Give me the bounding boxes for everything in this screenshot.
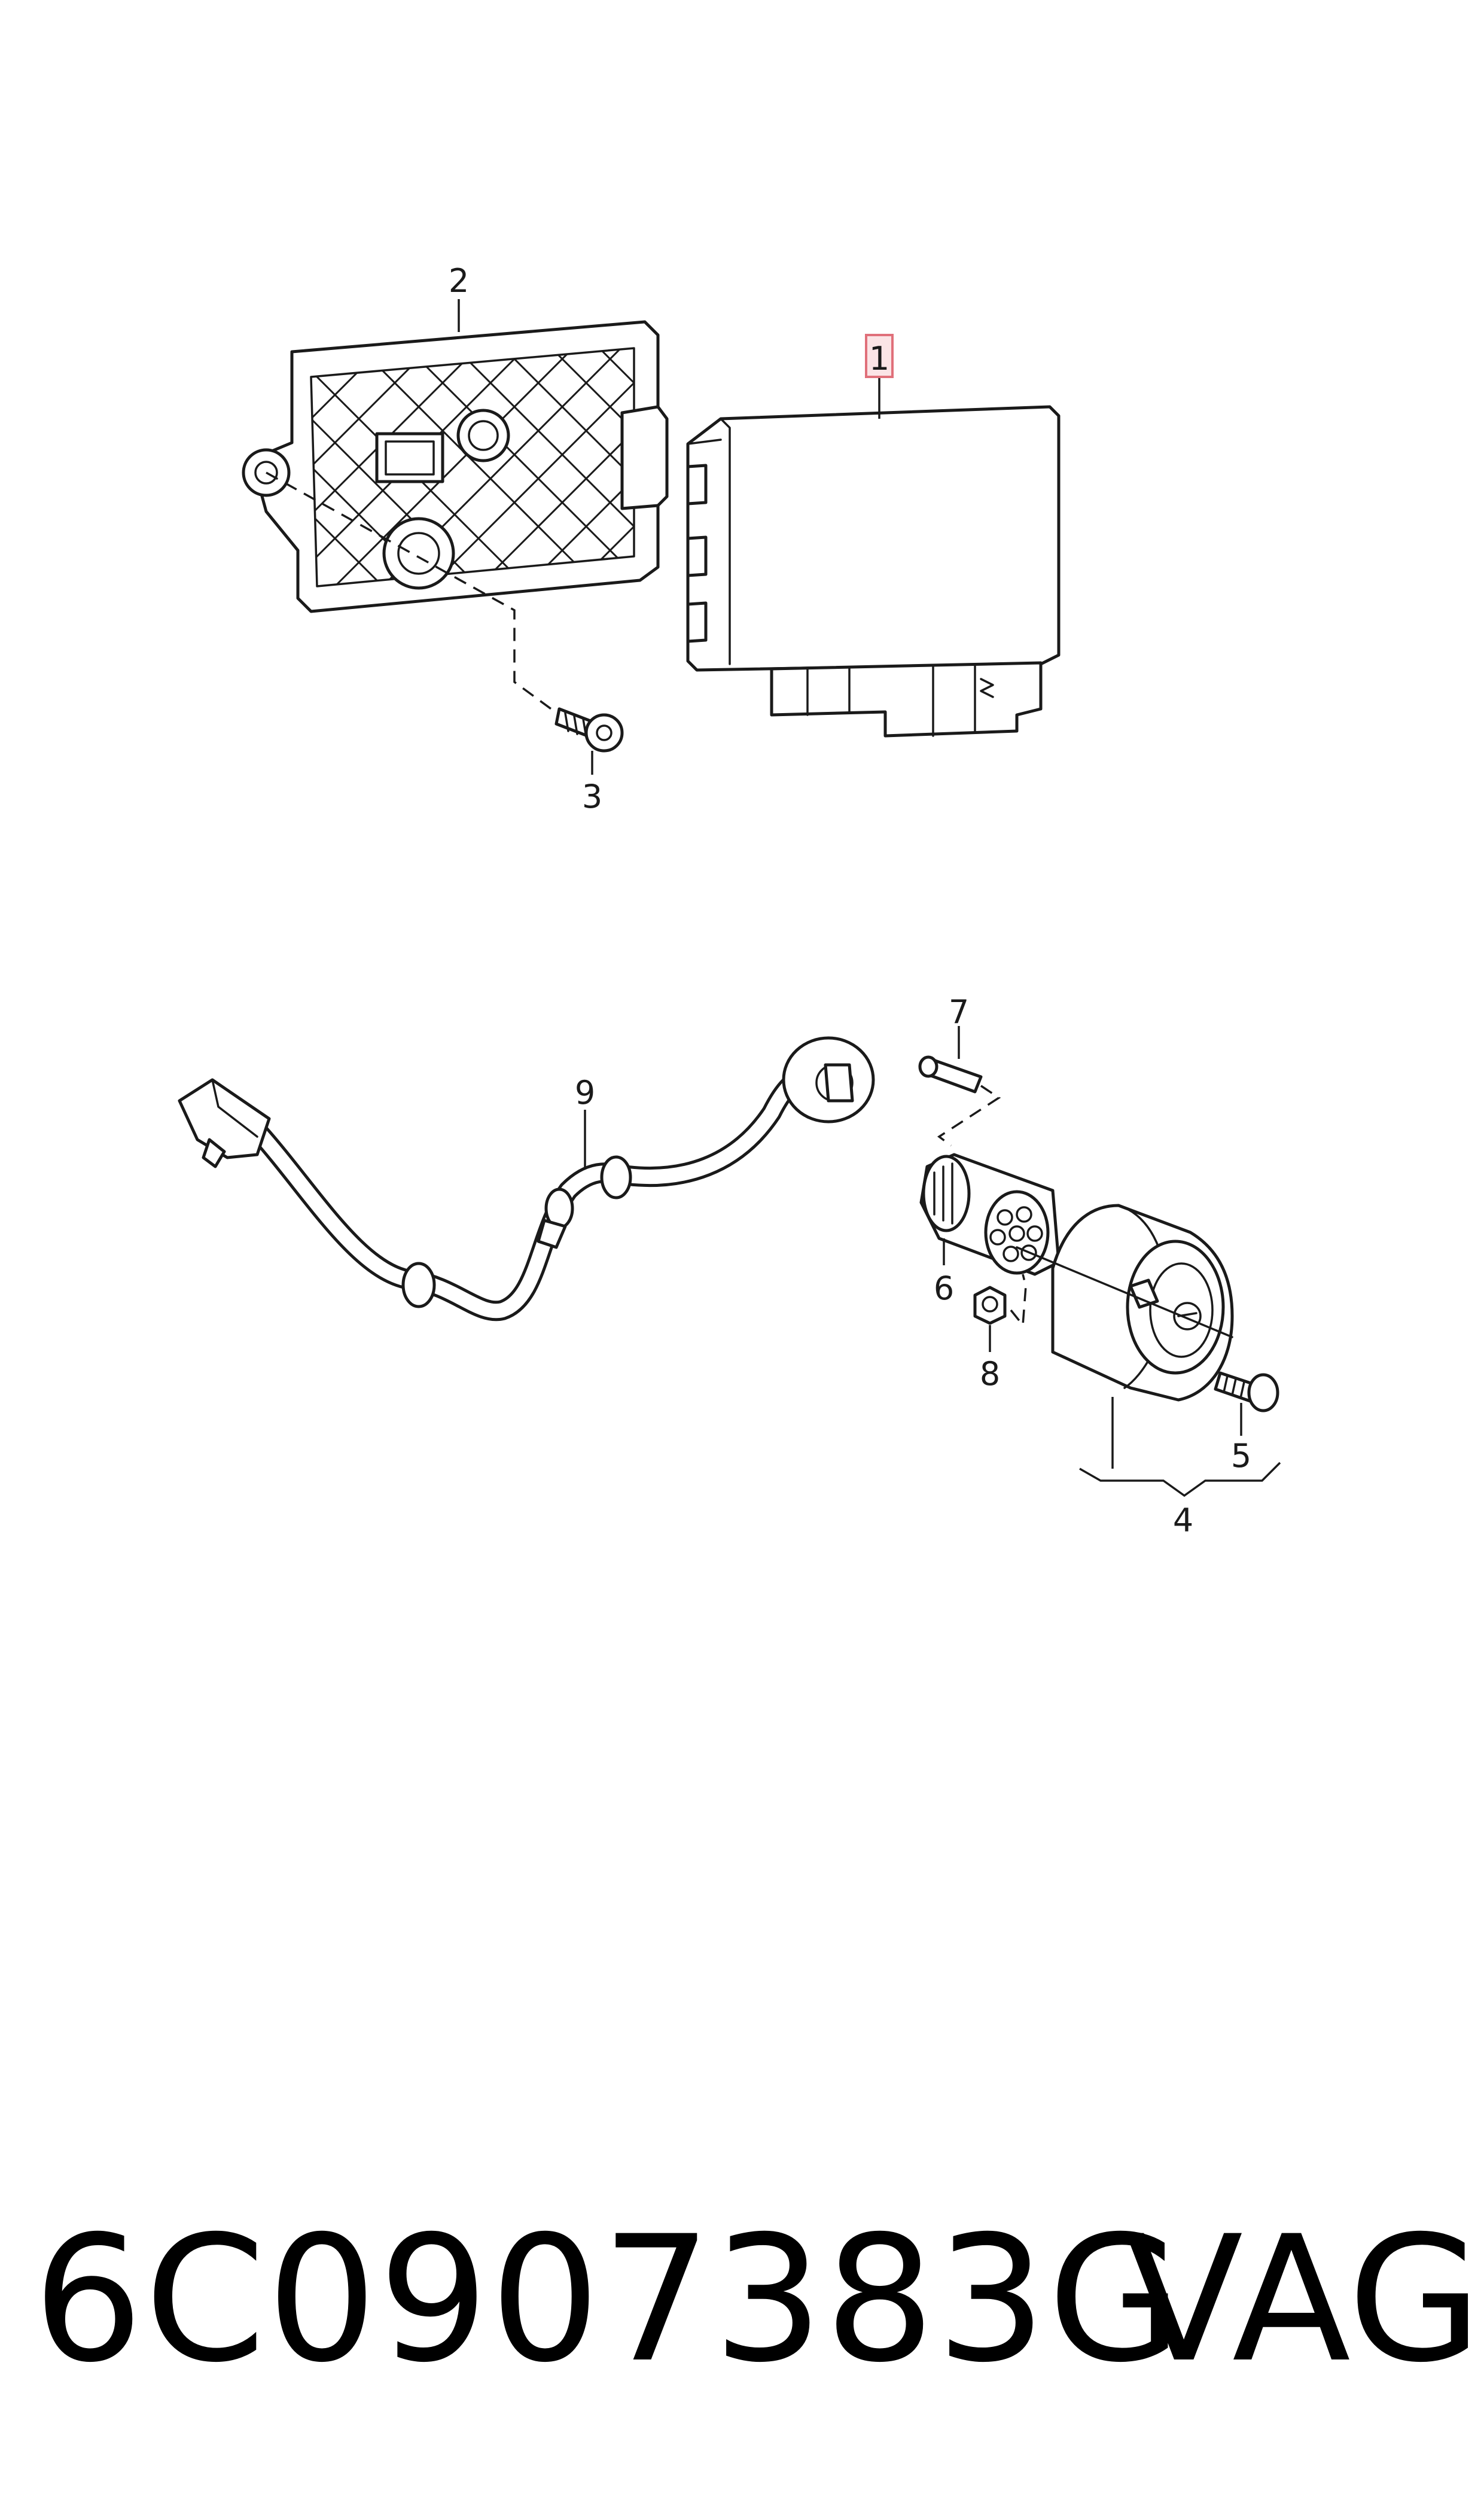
callout-4: 4 bbox=[1173, 1502, 1193, 1539]
callout-7: 7 bbox=[949, 993, 969, 1031]
bolt-part-5 bbox=[1214, 1371, 1279, 1436]
callout-9: 9 bbox=[575, 1074, 595, 1112]
screw-part-3 bbox=[266, 471, 624, 775]
callout-6: 6 bbox=[934, 1269, 954, 1307]
cable-harness-part-9 bbox=[178, 1036, 875, 1322]
mounting-bracket-part-2 bbox=[242, 299, 669, 613]
callout-1: 1 bbox=[869, 340, 889, 377]
callout-2: 2 bbox=[449, 262, 469, 300]
part-number-label: 6C0907383G bbox=[33, 2199, 1184, 2401]
control-module-part-1 bbox=[686, 334, 1061, 738]
callout-3: 3 bbox=[582, 778, 602, 815]
socket-housing-part-4 bbox=[1016, 1204, 1281, 1497]
nut-part-8 bbox=[973, 1274, 1027, 1352]
highlight-box bbox=[865, 334, 894, 378]
callout-5: 5 bbox=[1231, 1437, 1251, 1475]
callout-8: 8 bbox=[980, 1355, 1000, 1393]
brand-label: VAG bbox=[1125, 2199, 1482, 2401]
pin-part-7 bbox=[918, 1026, 1001, 1147]
plug-insert-part-6 bbox=[919, 1153, 1061, 1276]
